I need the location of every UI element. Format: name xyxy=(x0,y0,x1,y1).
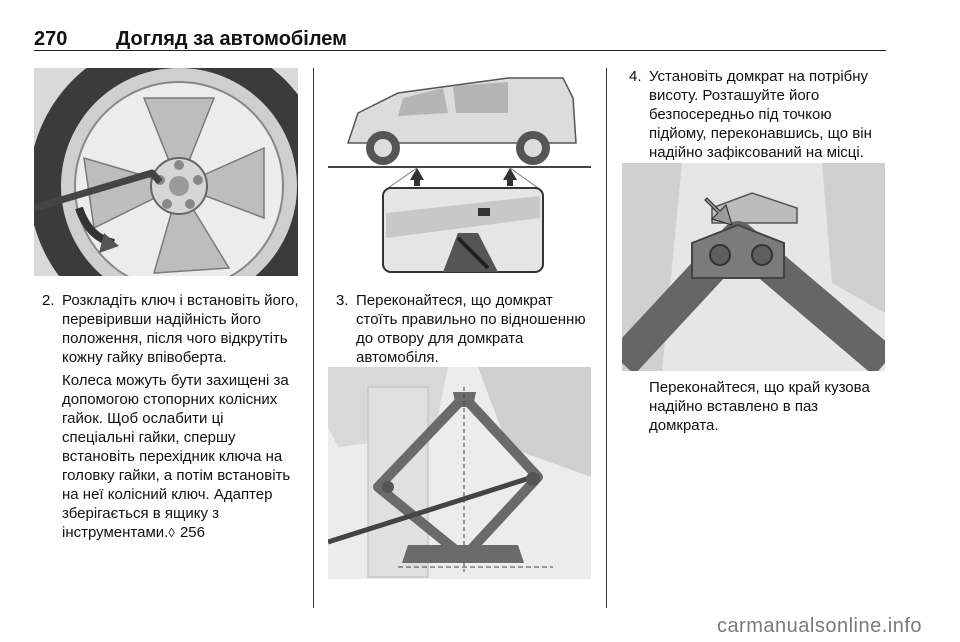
column-divider-1 xyxy=(313,68,314,608)
page-header: 270 Догляд за автомобілем xyxy=(34,28,886,51)
note-text: Переконайтеся, що край кузова надійно вс… xyxy=(649,379,870,434)
page-number: 270 xyxy=(34,28,68,50)
watermark: carmanualsonline.info xyxy=(716,615,922,637)
vehicle-jack-points-illustration xyxy=(328,68,591,276)
wheel-wrench-illustration xyxy=(34,68,298,276)
column-3-note: Переконайтеся, що край кузова надійно вс… xyxy=(649,378,887,435)
page-reference[interactable]: 256 xyxy=(175,524,205,541)
column-divider-2 xyxy=(606,68,607,608)
step-text: Установіть домкрат на потрібну висоту. Р… xyxy=(649,68,872,161)
step-4: 4. Установіть домкрат на потрібну висоту… xyxy=(629,67,887,162)
step-text: Переконайтеся, що домкрат стоїть правиль… xyxy=(356,292,586,366)
arrow-reference-icon[interactable]: ◊ xyxy=(168,525,175,540)
note-text: Колеса можуть бути захищені за допомогою… xyxy=(62,372,291,541)
column-1-text: 2. Розкладіть ключ і встановіть його, пе… xyxy=(42,291,300,542)
jack-head-closeup-illustration xyxy=(622,163,885,371)
page-title: Догляд за автомобілем xyxy=(116,28,347,50)
wheel-lock-note: Колеса можуть бути захищені за допомогою… xyxy=(42,371,300,542)
step-3: 3. Переконайтеся, що домкрат стоїть прав… xyxy=(336,291,594,367)
column-2-text: 3. Переконайтеся, що домкрат стоїть прав… xyxy=(336,291,594,367)
column-3-text: 4. Установіть домкрат на потрібну висоту… xyxy=(629,67,887,162)
step-2: 2. Розкладіть ключ і встановіть його, пе… xyxy=(42,291,300,367)
step-number: 4. xyxy=(629,68,642,85)
step-text: Розкладіть ключ і встановіть його, перев… xyxy=(62,292,299,366)
jack-position-illustration xyxy=(328,367,591,579)
step-number: 3. xyxy=(336,292,349,309)
step-number: 2. xyxy=(42,292,55,309)
